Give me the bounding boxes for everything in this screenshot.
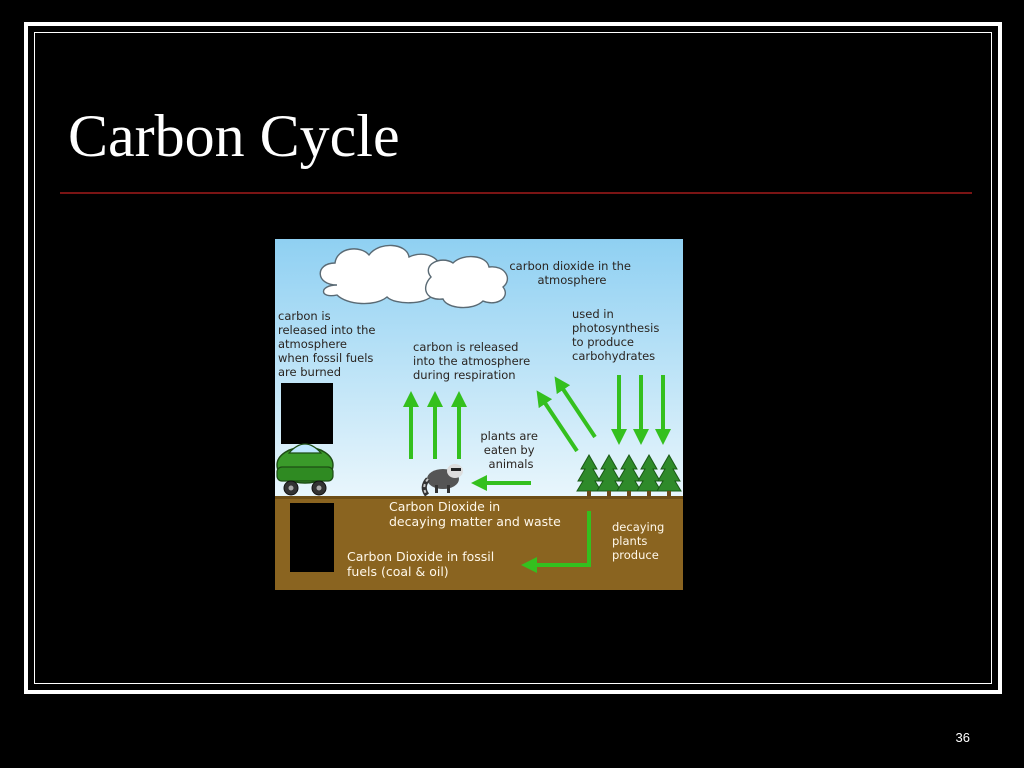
title-divider bbox=[60, 192, 972, 194]
label-eaten: plants are eaten by animals bbox=[480, 429, 541, 471]
redaction-box-upper bbox=[281, 383, 333, 444]
respiration-arrows-icon bbox=[403, 391, 467, 459]
slide-title: Carbon Cycle bbox=[68, 103, 400, 169]
soil bbox=[275, 496, 683, 590]
label-atmosphere: carbon dioxide in the atmosphere bbox=[509, 259, 634, 287]
raccoon-icon bbox=[421, 464, 463, 497]
label-fossil-burn: carbon is released into the atmosphere w… bbox=[278, 309, 379, 379]
car-icon bbox=[276, 443, 334, 496]
slide-frame-inner bbox=[34, 32, 992, 684]
label-fossil-fuels: Carbon Dioxide in fossil fuels (coal & o… bbox=[347, 549, 498, 579]
label-photosynthesis: used in photosynthesis to produce carboh… bbox=[572, 307, 663, 363]
plant-respiration-arrows-icon bbox=[536, 376, 597, 453]
label-respiration: carbon is released into the atmosphere d… bbox=[413, 340, 534, 382]
carbon-cycle-diagram: carbon dioxide in the atmosphere carbon … bbox=[275, 239, 683, 590]
page-number: 36 bbox=[955, 730, 970, 745]
label-decaying-matter: Carbon Dioxide in decaying matter and wa… bbox=[389, 499, 561, 529]
redaction-box-lower bbox=[290, 503, 334, 572]
decay-arrow-icon bbox=[521, 511, 591, 573]
label-decaying-plants: decaying plants produce bbox=[612, 520, 668, 562]
slide-frame-outer bbox=[24, 22, 1002, 694]
trees-icon bbox=[576, 453, 682, 492]
photosynthesis-arrows-icon bbox=[611, 375, 671, 445]
cloud-icon bbox=[319, 244, 508, 309]
